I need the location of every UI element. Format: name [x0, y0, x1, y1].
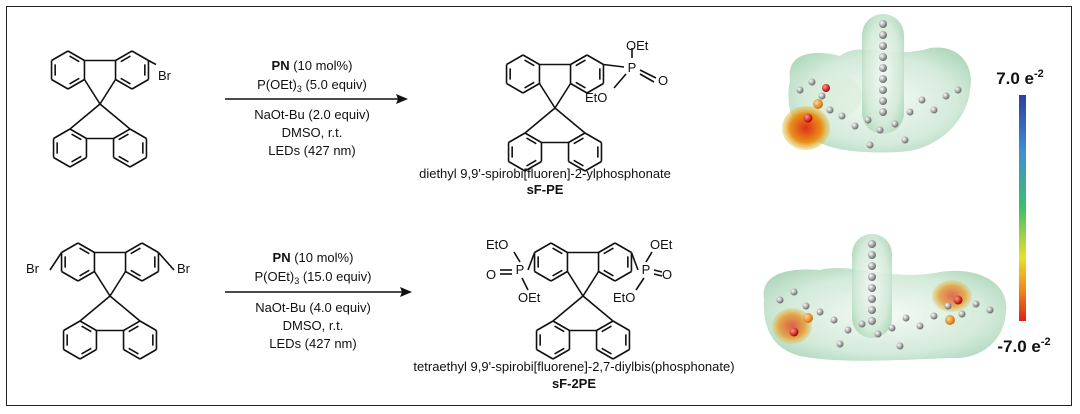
scale-max-label: 7.0 e-2	[996, 68, 1044, 88]
product-code-1: sF-PE	[527, 182, 564, 197]
eto-right-bottom-label: EtO	[613, 290, 635, 305]
base-line-2: NaOt-Bu (4.0 equiv)	[255, 300, 371, 315]
scale-min-label: -7.0 e-2	[997, 336, 1050, 356]
esp-surface-render-sf-pe	[782, 14, 971, 153]
product-sf-2pe-structure	[500, 242, 663, 360]
reagent-line-1: P(OEt)3 (5.0 equiv)	[257, 77, 367, 94]
base-line-1: NaOt-Bu (2.0 equiv)	[254, 107, 370, 122]
solvent-line-1: DMSO, r.t.	[282, 125, 343, 140]
product-name-2: tetraethyl 9,9'-spirobi[fluorene]-2,7-di…	[413, 359, 734, 374]
eto-label: EtO	[585, 90, 607, 105]
oxo-right-label: O	[662, 267, 672, 282]
starting-material-2-7-dibromo-spirobifluorene	[49, 242, 175, 360]
bromo-right-label: Br	[177, 261, 191, 276]
product-sf-pe-structure	[505, 48, 657, 172]
eto-left-top-label: EtO	[486, 237, 508, 252]
esp-surface-render-sf-2pe	[763, 234, 1007, 361]
reagent-line-2: P(OEt)3 (15.0 equiv)	[254, 269, 371, 286]
oet-label: OEt	[626, 38, 649, 53]
phosphorus-left-label: P	[516, 262, 525, 277]
phosphorus-label: P	[628, 60, 637, 75]
solvent-line-2: DMSO, r.t.	[283, 318, 344, 333]
reaction-arrow-1-head	[396, 94, 408, 104]
figure-frame	[6, 6, 1072, 406]
esp-color-scale-bar	[1019, 95, 1026, 321]
reaction-arrow-2-head	[400, 287, 412, 297]
starting-material-2-bromo-spirobifluorene	[50, 50, 157, 168]
light-line-2: LEDs (427 nm)	[269, 336, 356, 351]
bromo-substituent-label: Br	[158, 68, 172, 83]
light-line-1: LEDs (427 nm)	[268, 143, 355, 158]
product-name-1: diethyl 9,9'-spirobi[fluoren]-2-ylphosph…	[419, 166, 671, 181]
oxo-left-label: O	[486, 267, 496, 282]
catalyst-line-1: PN (10 mol%)	[272, 58, 353, 73]
oet-left-bottom-label: OEt	[518, 290, 541, 305]
catalyst-line-2: PN (10 mol%)	[273, 250, 354, 265]
product-code-2: sF-2PE	[552, 376, 596, 391]
bromo-left-label: Br	[26, 261, 40, 276]
oet-right-top-label: OEt	[650, 237, 673, 252]
oxo-label: O	[658, 73, 668, 88]
phosphorus-right-label: P	[642, 262, 651, 277]
